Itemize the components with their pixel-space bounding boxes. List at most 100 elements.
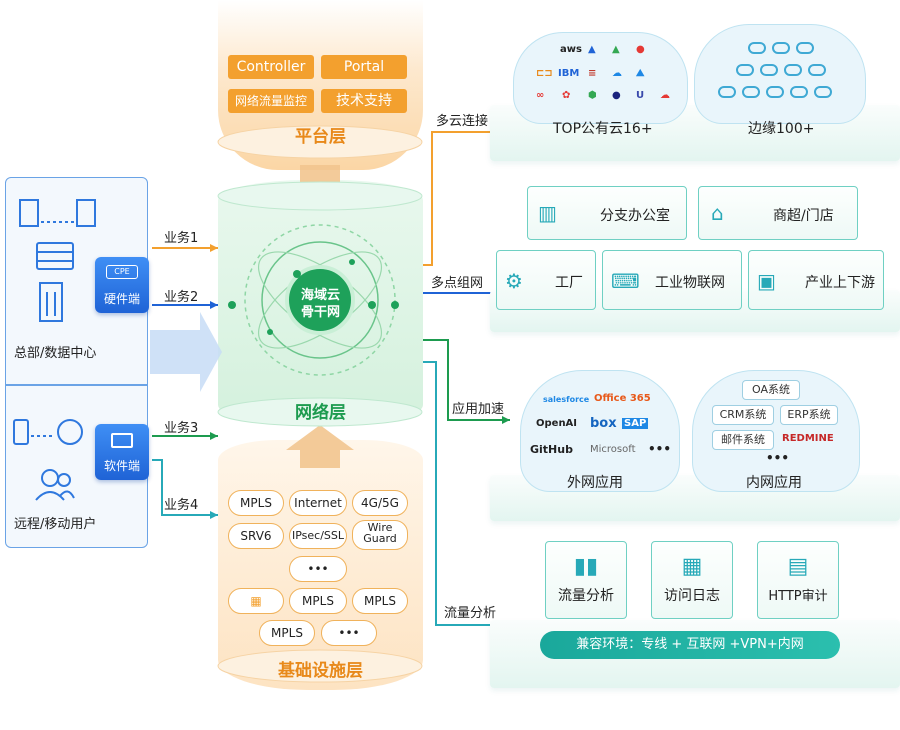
software-label: 软件端 xyxy=(103,459,140,473)
cloud-icon-11: ● xyxy=(612,90,621,101)
remote-label: 远程/移动用户 xyxy=(14,517,97,532)
card-label: HTTP审计 xyxy=(768,589,828,604)
biz-4-label: 业务4 xyxy=(164,498,199,513)
infra-mpls-4: MPLS xyxy=(259,620,315,646)
cloud-icon-5: ≡ xyxy=(588,68,597,79)
hardware-terminal[interactable]: CPE 硬件端 xyxy=(95,257,149,313)
external-app-cloud xyxy=(520,370,680,492)
calendar-icon: ▦ xyxy=(681,554,703,579)
microsoft-logo: Microsoft xyxy=(590,444,636,455)
mobile-user-icon xyxy=(13,419,83,501)
infra-ipsec: IPsec/SSL xyxy=(289,523,347,549)
traffic-monitor-button[interactable]: 网络流量监控 xyxy=(228,89,314,113)
platform-layer-title: 平台层 xyxy=(295,127,346,147)
redmine-logo: REDMINE xyxy=(782,433,834,444)
edge-node-icon xyxy=(748,42,766,54)
card-label: 分支办公室 xyxy=(600,208,670,224)
factory-icon: ⚙ xyxy=(505,269,523,293)
cloud-icon-7: ⛰ xyxy=(636,68,645,79)
card-access-log[interactable]: ▦ 访问日志 xyxy=(651,541,733,619)
public-cloud xyxy=(513,32,688,124)
cloud-icon-13: ☁ xyxy=(660,90,670,101)
aws-logo: aws xyxy=(560,44,582,55)
edge-node-icon xyxy=(814,86,832,98)
cloud-icon-4: ⊏⊐ xyxy=(536,68,553,79)
route-multipoint: 多点组网 xyxy=(431,276,484,291)
bar-chart-icon: ▮▮ xyxy=(573,554,599,579)
monitor-icon xyxy=(111,433,133,448)
large-flow-arrow xyxy=(150,312,222,392)
card-traffic-analysis[interactable]: ▮▮ 流量分析 xyxy=(545,541,627,619)
building-icon: ▥ xyxy=(538,201,557,225)
infra-srv6: SRV6 xyxy=(228,523,284,549)
cloud-icon-9: ✿ xyxy=(562,90,571,101)
office365-logo: Office 365 xyxy=(594,393,651,404)
edge-label: 边缘100+ xyxy=(748,121,815,137)
network-layer-title: 网络层 xyxy=(295,403,346,423)
card-http-audit[interactable]: ▤ HTTP审计 xyxy=(757,541,839,619)
controller-button[interactable]: Controller xyxy=(228,55,314,79)
edge-node-icon xyxy=(772,42,790,54)
edge-node-icon xyxy=(796,42,814,54)
tech-support-button[interactable]: 技术支持 xyxy=(321,89,407,113)
compat-banner: 兼容环境：专线 + 互联网 +VPN+内网 xyxy=(540,631,840,659)
external-apps-label: 外网应用 xyxy=(567,475,623,491)
store-icon: ⌂ xyxy=(711,201,724,225)
infra-layer-title: 基础设施层 xyxy=(278,661,363,681)
tag-crm: CRM系统 xyxy=(712,405,774,425)
card-label: 产业上下游 xyxy=(805,275,875,291)
hq-label: 总部/数据中心 xyxy=(14,346,97,361)
building-icon xyxy=(19,199,96,322)
biz-2-label: 业务2 xyxy=(164,290,199,305)
cloud-icon-6: ☁ xyxy=(612,68,622,79)
route-multicloud: 多云连接 xyxy=(436,114,489,129)
infra-more-2: ••• xyxy=(321,620,377,646)
infra-wireguard: Wire Guard xyxy=(352,520,408,550)
http-icon: ▤ xyxy=(787,554,809,579)
portal-button[interactable]: Portal xyxy=(321,55,407,79)
card-supply-chain[interactable]: ▣ 产业上下游 xyxy=(748,250,884,310)
infra-more-1: ••• xyxy=(289,556,347,582)
chip-icon: ▣ xyxy=(757,269,776,293)
card-store[interactable]: ⌂ 商超/门店 xyxy=(698,186,858,240)
cloud-icon-10: ⬢ xyxy=(588,90,597,101)
edge-node-icon xyxy=(766,86,784,98)
edge-node-icon xyxy=(718,86,736,98)
github-logo: GitHub xyxy=(530,443,573,456)
route-traffic: 流量分析 xyxy=(444,606,497,621)
cpe-badge: CPE xyxy=(106,265,138,279)
card-label: 工业物联网 xyxy=(655,275,725,291)
card-iiot[interactable]: ⌨ 工业物联网 xyxy=(602,250,742,310)
card-branch-office[interactable]: ▥ 分支办公室 xyxy=(527,186,687,240)
hardware-label: 硬件端 xyxy=(103,292,140,306)
public-cloud-label: TOP公有云16+ xyxy=(553,121,653,137)
biz-3-label: 业务3 xyxy=(164,421,199,436)
edge-node-icon xyxy=(742,86,760,98)
ibm-logo: IBM xyxy=(558,68,580,79)
software-terminal[interactable]: 软件端 xyxy=(95,424,149,480)
cloud-icon-8: ∞ xyxy=(536,90,545,101)
biz-1-label: 业务1 xyxy=(164,231,199,246)
openai-logo: OpenAI xyxy=(536,418,578,429)
edge-cloud xyxy=(694,24,866,124)
infra-mpls-1: MPLS xyxy=(228,490,284,516)
edge-node-icon xyxy=(784,64,802,76)
tag-erp: ERP系统 xyxy=(780,405,838,425)
cloud-icon-12: U xyxy=(636,90,645,101)
card-label: 流量分析 xyxy=(558,588,614,604)
box-logo: box xyxy=(590,416,617,431)
card-label: 商超/门店 xyxy=(773,208,834,224)
cloud-icon-1: ▲ xyxy=(588,44,596,55)
sap-logo: SAP xyxy=(622,418,649,429)
edge-node-icon xyxy=(760,64,778,76)
card-factory[interactable]: ⚙ 工厂 xyxy=(496,250,596,310)
route-app-accel: 应用加速 xyxy=(452,402,505,417)
edge-node-icon xyxy=(736,64,754,76)
edge-node-icon xyxy=(790,86,808,98)
infra-mpls-2: MPLS xyxy=(289,588,347,614)
salesforce-logo: salesforce xyxy=(543,395,590,404)
edge-node-icon xyxy=(808,64,826,76)
cloud-icon-2: ▲ xyxy=(612,44,620,55)
